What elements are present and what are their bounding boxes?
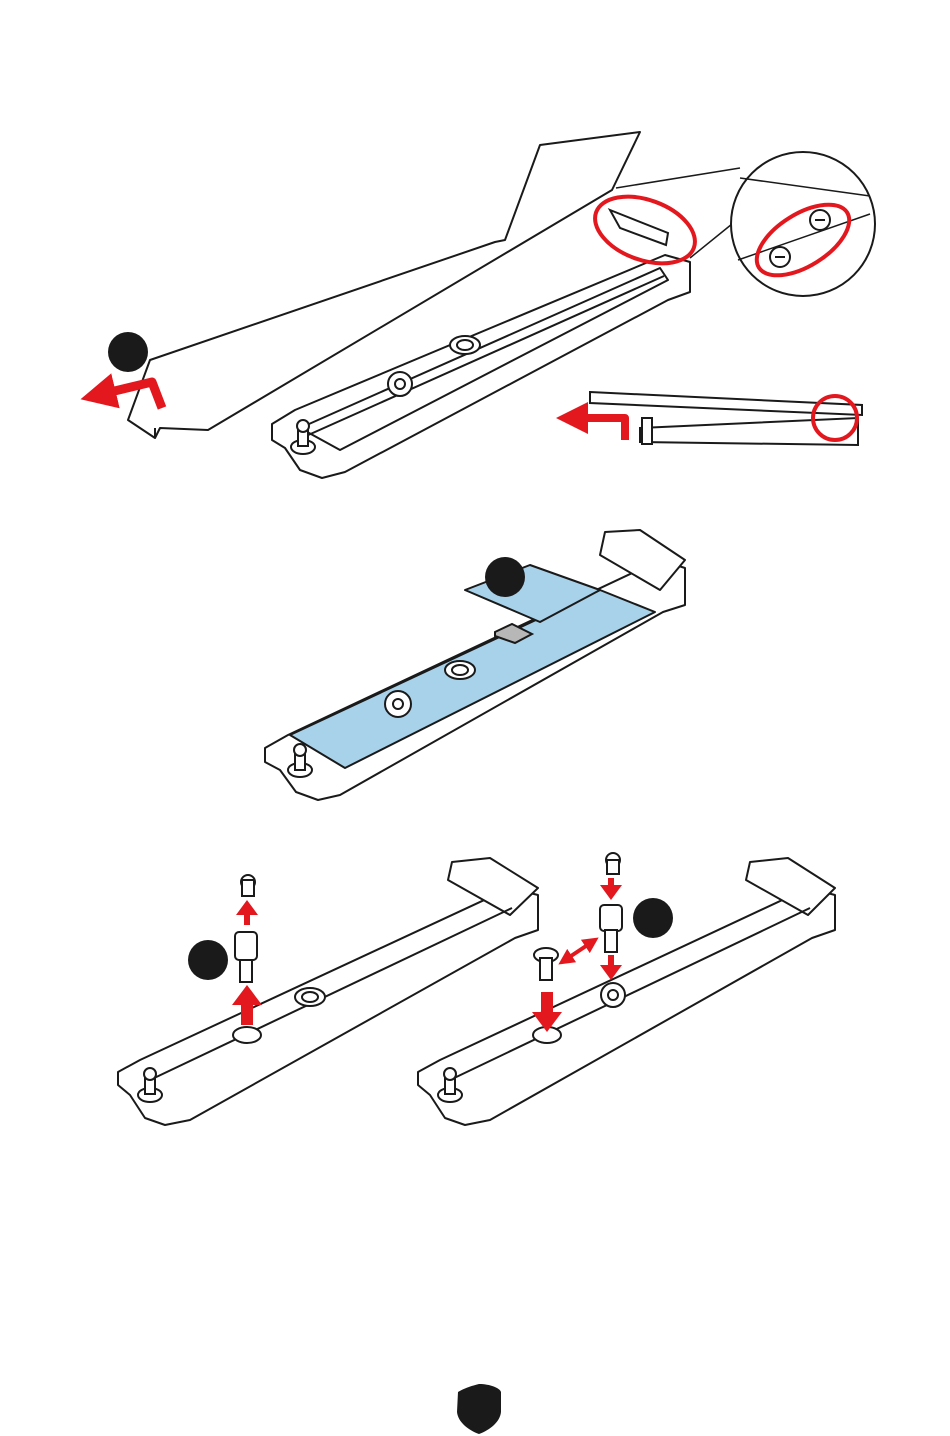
side-view-assembly — [590, 392, 862, 445]
heatsink-screws-zoom — [731, 152, 875, 296]
screw-icon-3 — [241, 875, 255, 896]
double-arrow-icon — [565, 942, 592, 960]
step-peel-thermal-pad — [265, 530, 685, 800]
up-left-arrow-icon — [572, 418, 625, 440]
step-remove-heatsink — [98, 132, 875, 478]
standoff-icon-3 — [235, 932, 257, 982]
m2-slot-base — [272, 255, 690, 478]
step-badge-1 — [108, 332, 148, 372]
shield-icon — [457, 1384, 501, 1434]
step-badge-2 — [485, 557, 525, 597]
standoff-icon-4 — [600, 905, 622, 952]
step-badge-4 — [633, 898, 673, 938]
step-badge-3 — [188, 940, 228, 980]
thermal-pad — [290, 590, 655, 768]
